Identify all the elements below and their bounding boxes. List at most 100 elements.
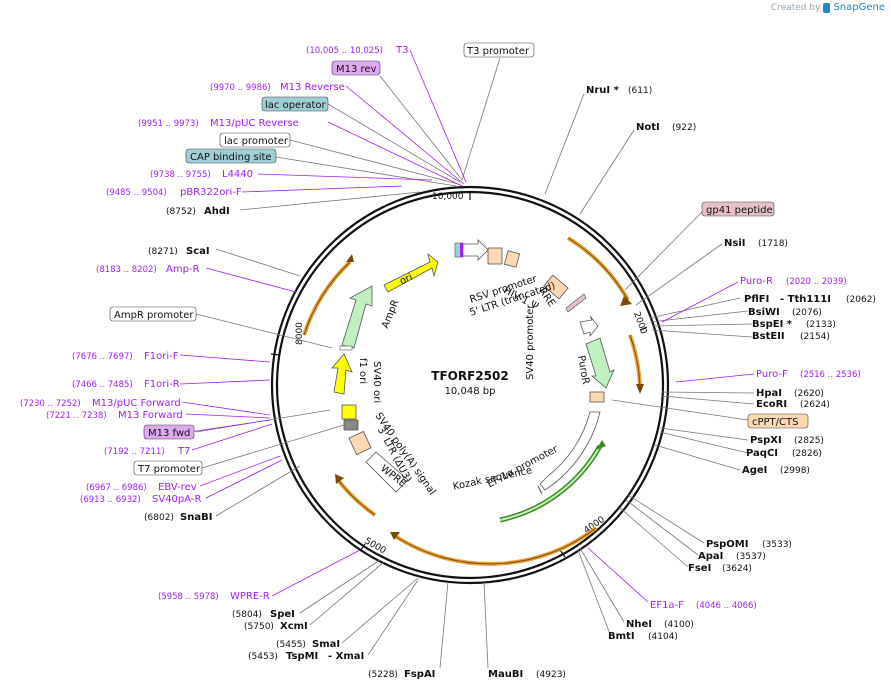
pos-pspxi: (2825) bbox=[794, 436, 824, 446]
sv40-promoter-arrow bbox=[579, 315, 599, 338]
label-pflfi: PflFI bbox=[744, 294, 769, 305]
orf-arcs bbox=[302, 236, 642, 566]
pos-ahdi: (8752) bbox=[166, 207, 196, 217]
lac-promoter-label-box bbox=[219, 132, 291, 148]
label-sv40-promoter: SV40 promoter bbox=[525, 304, 536, 380]
label-spei: SpeI bbox=[270, 609, 295, 620]
label-puro-r: Puro-R bbox=[740, 276, 773, 287]
label-ori: ori bbox=[398, 272, 414, 287]
pos-paqci: (2826) bbox=[792, 449, 822, 459]
pos-snabi: (6802) bbox=[144, 513, 174, 523]
lac-operator-label-box bbox=[261, 96, 329, 112]
label-paqci: PaqCI bbox=[746, 448, 778, 459]
pos-scai: (8271) bbox=[148, 247, 178, 257]
pos-ebv-rev: (6967 .. 6986) bbox=[86, 483, 147, 493]
sv40-ori-box bbox=[341, 404, 357, 420]
cppt-label-box bbox=[747, 413, 809, 429]
label-gp41: gp41 peptide bbox=[706, 205, 773, 216]
pos-ef1a-f: (4046 .. 4066) bbox=[696, 601, 757, 611]
label-ecori: EcoRI bbox=[756, 399, 787, 410]
label-scai: ScaI bbox=[186, 246, 210, 257]
pos-nsii: (1718) bbox=[758, 239, 788, 249]
ltr5-box bbox=[487, 247, 503, 265]
label-xmai: - XmaI bbox=[328, 651, 364, 662]
label-bmti: BmtI bbox=[608, 631, 635, 642]
pos-l4440: (9738 .. 9755) bbox=[150, 170, 211, 180]
ampr-promoter-label-box bbox=[109, 306, 197, 322]
label-agei: AgeI bbox=[742, 465, 767, 476]
plasmid-name: TFORF2502 bbox=[431, 369, 508, 383]
label-amp-r: Amp-R bbox=[166, 264, 200, 275]
label-m13-fwd: M13 fwd bbox=[148, 428, 190, 439]
pos-m13-puc-forward: (7230 .. 7252) bbox=[20, 399, 81, 409]
label-sv40pa-r: SV40pA-R bbox=[152, 494, 201, 505]
leader-lines-left-primers bbox=[179, 49, 467, 597]
pos-agei: (2998) bbox=[780, 466, 810, 476]
pos-smai: (5455) bbox=[276, 640, 306, 650]
label-lac-operator: lac operator bbox=[265, 100, 326, 111]
pos-bsiwi: (2076) bbox=[792, 308, 822, 318]
gray-feature-box bbox=[343, 419, 359, 431]
snapgene-logo-icon bbox=[823, 2, 831, 13]
label-tspmi: TspMI bbox=[286, 651, 318, 662]
pos-bsteii: (2154) bbox=[800, 332, 830, 342]
label-m13-puc-reverse: M13/pUC Reverse bbox=[210, 118, 299, 129]
label-fspai: FspAI bbox=[404, 669, 435, 680]
m13-fwd-label-box bbox=[143, 424, 195, 440]
pos-wpre-r: (5958 .. 5978) bbox=[158, 592, 219, 602]
label-bsiwi: BsiWI bbox=[748, 307, 780, 318]
pos-m13-reverse: (9970 .. 9986) bbox=[210, 83, 271, 93]
ampr-arrow bbox=[341, 285, 373, 349]
label-tth111i: - Tth111I bbox=[780, 294, 831, 305]
label-cap-binding: CAP binding site bbox=[190, 152, 272, 163]
ltr3-box bbox=[348, 430, 372, 456]
label-t7-promoter: T7 promoter bbox=[137, 464, 201, 475]
kozak-mark bbox=[537, 485, 543, 495]
label-m13-reverse: M13 Reverse bbox=[280, 82, 345, 93]
label-snabi: SnaBI bbox=[180, 512, 212, 523]
label-pspomi: PspOMI bbox=[706, 539, 748, 550]
puror-arrow bbox=[585, 337, 615, 389]
label-maubi: MauBI bbox=[488, 669, 523, 680]
label-m13-forward: M13 Forward bbox=[118, 410, 183, 421]
label-nsii: NsiI bbox=[724, 238, 745, 249]
pos-bmti: (4104) bbox=[648, 632, 678, 642]
leader-lines-left bbox=[195, 57, 501, 656]
label-puro-f: Puro-F bbox=[756, 369, 788, 380]
label-t3: T3 bbox=[395, 45, 408, 56]
tick-8000: 8000 bbox=[295, 322, 305, 345]
cap-binding-label-box bbox=[185, 148, 277, 164]
pos-pbr322ori-f: (9485 .. 9504) bbox=[106, 188, 167, 198]
label-apai: ApaI bbox=[698, 551, 723, 562]
label-ef1a-f: EF1a-F bbox=[650, 600, 684, 611]
credit-brand: SnapGene bbox=[833, 2, 885, 13]
orf-arrow-lines bbox=[303, 237, 641, 565]
cppt-box bbox=[589, 391, 605, 403]
rsv-promoter-arrow bbox=[461, 239, 489, 261]
ef1a-promoter-arrow bbox=[539, 411, 601, 491]
pos-hpai: (2620) bbox=[794, 389, 824, 399]
pos-f1ori-f: (7676 .. 7697) bbox=[72, 352, 133, 362]
pos-maubi: (4923) bbox=[536, 670, 566, 680]
pos-nrui: (611) bbox=[628, 86, 652, 96]
f1-ori-arrow bbox=[331, 353, 353, 395]
tick-10000: 10,000 bbox=[432, 192, 464, 202]
label-pspxi: PspXI bbox=[750, 435, 782, 446]
backbone-outer bbox=[270, 185, 670, 585]
label-m13-puc-forward: M13/pUC Forward bbox=[92, 398, 181, 409]
label-hpai: HpaI bbox=[756, 388, 782, 399]
label-puror: PuroR bbox=[575, 355, 591, 386]
pos-bspei: (2133) bbox=[806, 320, 836, 330]
label-f1ori-f: F1ori-F bbox=[144, 351, 179, 362]
t7-promoter-label-box bbox=[133, 460, 203, 476]
inner-feature-shapes bbox=[331, 239, 615, 523]
ampr-promoter-box bbox=[339, 345, 353, 351]
inner-orf-arrowhead bbox=[596, 440, 606, 450]
pos-m13-puc-reverse: (9951 .. 9973) bbox=[138, 119, 199, 129]
wpre-box bbox=[365, 451, 409, 493]
pos-f1ori-r: (7466 .. 7485) bbox=[72, 380, 133, 390]
label-nrui: NruI * bbox=[586, 85, 620, 96]
label-f1ori-r: F1ori-R bbox=[144, 379, 180, 390]
label-ampr-promoter: AmpR promoter bbox=[114, 310, 194, 321]
